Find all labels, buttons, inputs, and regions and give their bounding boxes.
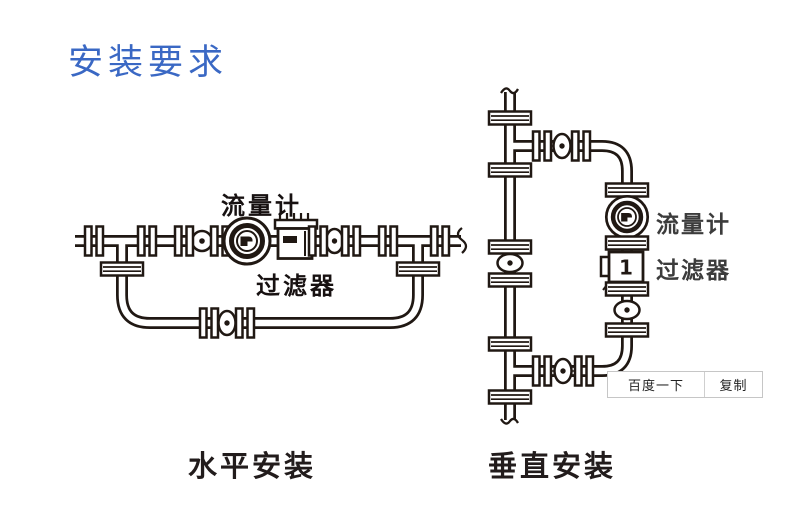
copy-button[interactable]: 复制 <box>704 372 762 397</box>
vertical-install-caption: 垂直安装 <box>488 449 617 483</box>
flange-icon <box>99 261 145 277</box>
pipe-break-icon <box>456 227 468 254</box>
pipe-break-icon <box>500 87 519 95</box>
horizontal-flow-meter-label: 流量计 <box>221 192 302 220</box>
valve-icon <box>190 229 214 253</box>
horizontal-filter-label: 过滤器 <box>256 272 337 300</box>
filter-symbol <box>273 213 319 260</box>
flange-icon <box>604 322 650 338</box>
flange-icon <box>487 389 533 405</box>
flange-icon <box>395 261 441 277</box>
flange-icon <box>487 239 533 255</box>
valve-icon <box>613 299 641 321</box>
flange-icon <box>487 110 533 126</box>
flange-icon <box>487 162 533 178</box>
vertical-filter-label: 过滤器 <box>656 258 731 284</box>
baidu-search-button[interactable]: 百度一下 <box>627 379 684 394</box>
horizontal-pipe-diagram <box>75 213 481 339</box>
flow-meter-symbol <box>224 218 270 264</box>
pipe-break-icon <box>500 417 519 425</box>
horizontal-install-caption: 水平安装 <box>188 449 317 483</box>
page-title: 安装要求 <box>68 43 229 83</box>
flange-icon <box>604 235 650 251</box>
search-popup: 百度一下 复制 <box>607 371 763 398</box>
valve-icon <box>548 132 576 160</box>
flange-icon <box>604 281 650 297</box>
vertical-flow-meter-label: 流量计 <box>656 212 731 238</box>
vertical-pipe-diagram: 1 <box>487 76 650 436</box>
filter-badge: 1 <box>619 256 633 280</box>
flow-meter-symbol <box>606 196 647 237</box>
flange-icon <box>604 182 650 198</box>
flange-icon <box>487 336 533 352</box>
valve-icon <box>549 357 577 385</box>
valve-icon <box>496 252 524 274</box>
flange-icon <box>487 272 533 288</box>
